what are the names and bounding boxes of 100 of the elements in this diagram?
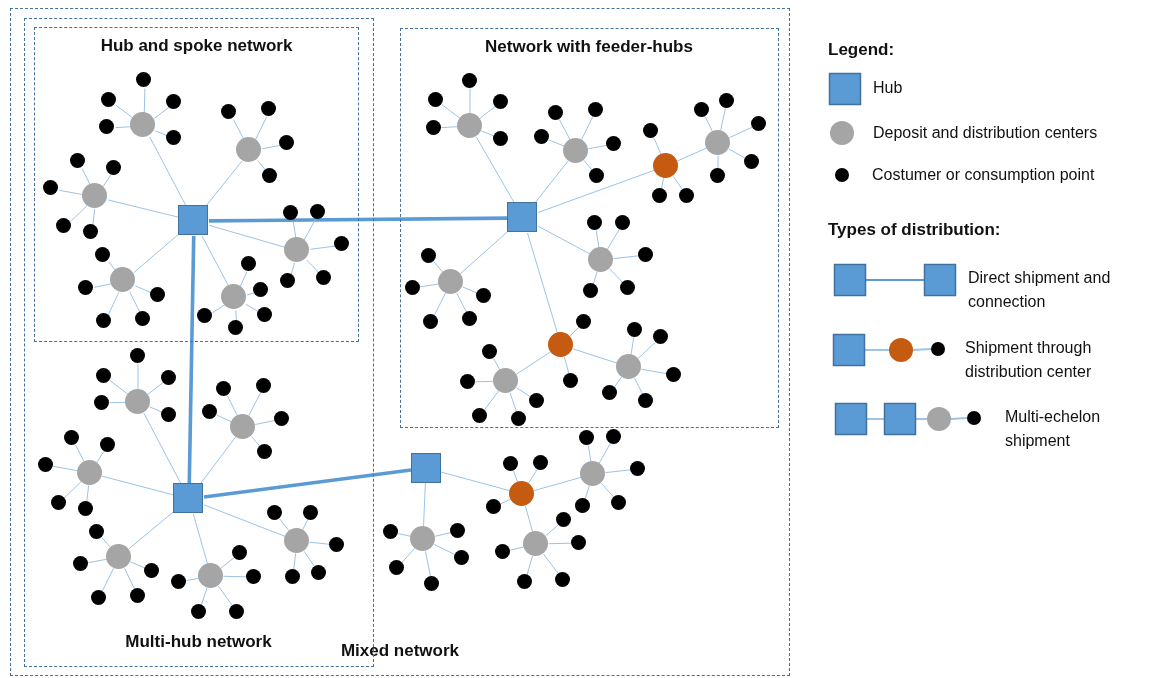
connection-line [245, 303, 260, 313]
consumer-dot [253, 282, 268, 297]
connection-line [592, 271, 598, 285]
region-title: Hub and spoke network [99, 36, 294, 56]
consumer-dot [601, 384, 617, 400]
section-heading: Legend: [828, 40, 895, 60]
connection-line [469, 88, 471, 114]
connection-line [572, 348, 618, 364]
connection-line [309, 245, 337, 250]
connection-line [199, 436, 236, 485]
connection-line [143, 412, 182, 485]
consumer-dot [215, 380, 231, 396]
consumer-dot [262, 168, 277, 183]
connection-line [534, 160, 569, 204]
consumer-dot [231, 544, 247, 560]
connection-line [543, 553, 559, 575]
connection-line [533, 476, 582, 492]
distribution-center-circle [221, 284, 246, 309]
consumer-dot [106, 160, 121, 175]
connection-line [209, 216, 508, 223]
connection-line [149, 406, 163, 413]
connection-line [513, 470, 519, 483]
consumer-dot [642, 122, 658, 138]
consumer-dot [665, 366, 681, 382]
consumer-dot [481, 343, 497, 359]
consumer-dot [43, 180, 58, 195]
connection-line [548, 542, 572, 545]
consumer-dot [424, 576, 439, 591]
connection-line [604, 469, 632, 474]
hub-square [410, 452, 441, 483]
consumer-dot [637, 392, 653, 408]
distribution-center-circle [130, 112, 155, 137]
connection-line [107, 291, 120, 316]
consumer-dot [221, 104, 236, 119]
consumer-dot [528, 392, 544, 408]
consumer-dot [280, 273, 295, 288]
connection-line [187, 235, 196, 485]
connection-line [640, 368, 668, 375]
consumer-dot [626, 321, 642, 337]
legend-text: Shipment through distribution center [965, 338, 1093, 382]
consumer-dot [72, 555, 88, 571]
connection-line [200, 587, 208, 606]
distribution-center-circle [615, 353, 641, 379]
connection-line [220, 557, 235, 569]
connection-line [509, 546, 525, 551]
consumer-dot [77, 500, 93, 516]
consumer-dot [197, 308, 212, 323]
connection-line [124, 567, 136, 590]
connection-line [155, 130, 169, 137]
distribution-center-circle [105, 543, 131, 569]
consumer-dot [99, 436, 115, 452]
consumer-dot [150, 287, 165, 302]
consumer-dot [495, 544, 510, 559]
consumer-dot [96, 313, 111, 328]
connection-line [584, 485, 590, 500]
consumer-dot [750, 115, 766, 131]
connection-line [302, 519, 309, 531]
consumer-dot [166, 130, 181, 145]
consumer-dot [404, 279, 420, 295]
connection-line [704, 116, 714, 133]
distribution-center-circle [82, 183, 107, 208]
consumer-dot [693, 101, 709, 117]
consumer-dot [166, 94, 181, 109]
consumer-dot [492, 93, 508, 109]
connection-line [509, 392, 518, 413]
consumer-dot [90, 589, 106, 605]
distribution-center-circle [456, 112, 482, 138]
consumer-dot [201, 403, 217, 419]
connection-line [203, 504, 286, 537]
connection-line [434, 532, 452, 537]
connection-line [303, 550, 316, 568]
consumer-dot [606, 429, 621, 444]
connection-line [246, 292, 256, 296]
network-region [10, 8, 790, 676]
consumer-dot [614, 214, 630, 230]
consumer-dot [486, 499, 501, 514]
consumer-dot [316, 270, 331, 285]
connection-line [69, 205, 88, 223]
connection-line [239, 271, 248, 288]
consumer-dot [562, 372, 578, 388]
connection-line [153, 106, 170, 120]
consumer-dot [170, 573, 186, 589]
connection-line [424, 550, 432, 578]
consumer-dot [190, 603, 206, 619]
consumer-dot [273, 410, 289, 426]
distribution-center-circle [509, 481, 534, 506]
connection-line [185, 577, 200, 582]
connection-line [135, 285, 153, 294]
connection-line [462, 286, 478, 294]
connection-line [459, 230, 509, 275]
connection-line [475, 136, 515, 204]
connection-line [456, 292, 468, 313]
consumer-dot [160, 369, 176, 385]
connection-line [201, 235, 230, 288]
connection-line [93, 283, 113, 288]
consumer-dot [533, 128, 549, 144]
connection-line [609, 268, 624, 284]
distribution-center-circle [124, 388, 150, 414]
consumer-dot [228, 603, 244, 619]
consumer-dot [459, 373, 475, 389]
